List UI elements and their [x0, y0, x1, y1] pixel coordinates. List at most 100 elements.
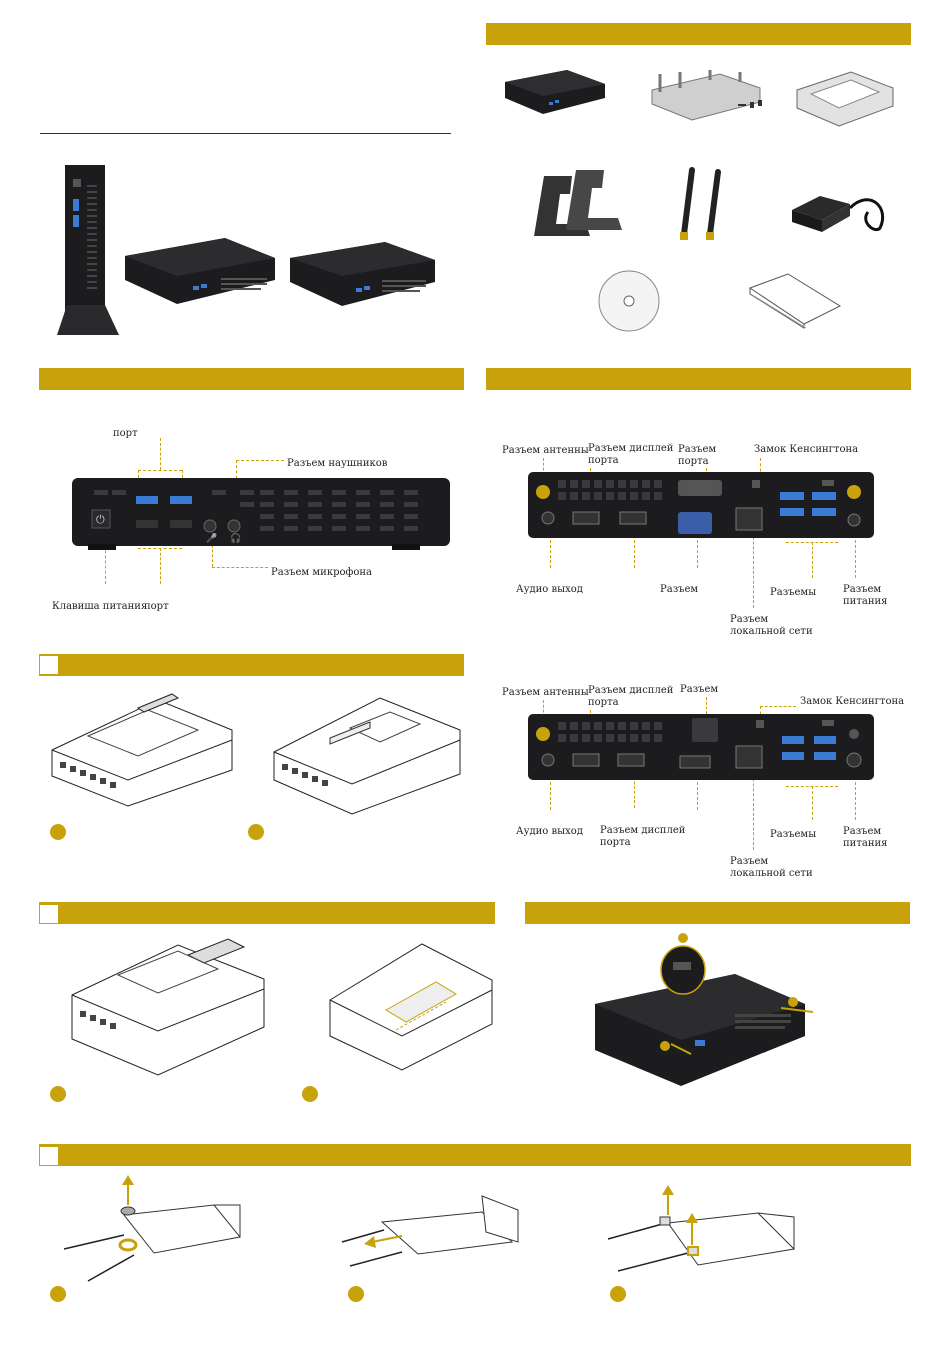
wifi-module-step-2 — [341, 1195, 519, 1267]
section-bar-3 — [525, 902, 910, 924]
rear1-antenna-label: Разъем антенны — [502, 445, 589, 456]
leader-line — [543, 458, 544, 480]
leader-line — [812, 542, 813, 578]
rear2-kensington-label: Замок Кенсингтона — [800, 696, 905, 707]
device-vertical-image — [57, 165, 119, 335]
leader-line — [105, 540, 106, 584]
step-dot — [50, 1286, 66, 1302]
rear1-lan-label-1: Разъем — [730, 614, 769, 625]
rear2-power-label-2: питания — [843, 838, 888, 849]
rear2-power-label-1: Разъем — [843, 826, 882, 837]
leader-line — [160, 548, 161, 584]
leader-line — [812, 786, 813, 820]
rear1-serial-label-1: Разъем — [678, 444, 717, 455]
front-panel-device — [72, 478, 450, 550]
rear2-connectors-label: Разъемы — [770, 829, 817, 840]
leader-line — [543, 700, 544, 722]
leader-line — [634, 772, 635, 808]
front-headphone-label: Разъем наушников — [287, 458, 388, 469]
leader-line — [634, 540, 635, 568]
rear-panel-1-device — [528, 472, 874, 538]
mini-pc-image — [505, 70, 605, 114]
leader-line — [697, 540, 698, 568]
leader-line — [697, 782, 698, 810]
package-contents-bar — [486, 23, 911, 45]
memory-illustration-1 — [71, 938, 265, 1076]
rear1-lan-label-2: локальной сети — [730, 626, 813, 637]
rear-panel-2-device — [528, 714, 874, 780]
section-number-box — [40, 1147, 58, 1165]
power-icon: ⏻ — [96, 513, 105, 526]
cd-icon — [598, 270, 660, 332]
cover-open-illustration — [595, 933, 814, 1086]
leader-line — [753, 764, 754, 850]
antennas-image — [680, 167, 721, 240]
rear2-dp2-label-2: порта — [600, 837, 631, 848]
frame-bracket-image — [796, 71, 894, 127]
vesa-bracket-image — [651, 70, 762, 121]
rear1-power-label-1: Разъем — [843, 584, 882, 595]
section-bar-2 — [39, 902, 495, 924]
leader-line — [550, 772, 551, 810]
step-dot — [302, 1086, 318, 1102]
rear2-dp-label-1: Разъем дисплей — [588, 685, 674, 696]
headphone-icon: 🎧 — [230, 534, 242, 544]
leader-line — [212, 530, 213, 567]
section-bar-4 — [39, 1144, 911, 1166]
step-dot — [610, 1286, 626, 1302]
leader-line — [760, 706, 796, 707]
leader-line — [760, 458, 761, 482]
step-dot — [348, 1286, 364, 1302]
motherboard-illustration-1 — [51, 693, 233, 807]
leader-line — [706, 697, 707, 719]
rear-panel-bar — [486, 368, 911, 390]
rear1-dp-label-2: порта — [588, 455, 619, 466]
memory-illustration-2 — [329, 943, 493, 1071]
rear1-serial-label-2: порта — [678, 456, 709, 467]
rear2-dp2-label-1: Разъем дисплей — [600, 825, 686, 836]
wifi-module-step-3 — [607, 1185, 796, 1272]
section-number-box — [40, 656, 58, 674]
manual-icon — [748, 273, 842, 329]
leader-line — [138, 548, 182, 549]
power-adapter-image — [792, 196, 885, 232]
device-horizontal-image — [125, 238, 275, 304]
leader-line — [760, 706, 761, 720]
rear2-lan-label-1: Разъем — [730, 856, 769, 867]
title-rule — [40, 133, 451, 134]
leader-line — [212, 567, 268, 568]
motherboard-illustration-2 — [273, 697, 461, 815]
front-power-key-label: Клавиша питания — [52, 601, 148, 612]
leader-line — [753, 522, 754, 608]
leader-line — [855, 530, 856, 578]
leader-line — [550, 530, 551, 568]
device-horizontal-image-2 — [290, 242, 435, 306]
rear2-audio-label: Аудио выход — [516, 826, 583, 837]
section-number-box — [40, 905, 58, 923]
rear2-connector-label: Разъем — [680, 684, 719, 695]
leader-line — [160, 438, 161, 470]
front-panel-bar — [39, 368, 464, 390]
rear1-power-label-2: питания — [843, 596, 888, 607]
rear1-connectors-label: Разъемы — [770, 587, 817, 598]
section-bar-1 — [39, 654, 464, 676]
rear2-dp-label-2: порта — [588, 697, 619, 708]
wifi-module-step-1 — [63, 1175, 241, 1282]
rear1-dp-label-1: Разъем дисплей — [588, 443, 674, 454]
leader-line — [236, 460, 284, 461]
rear1-audio-label: Аудио выход — [516, 584, 583, 595]
step-dot — [50, 824, 66, 840]
step-dot — [50, 1086, 66, 1102]
rear2-antenna-label: Разъем антенны — [502, 687, 589, 698]
rear1-kensington-label: Замок Кенсингтона — [754, 444, 859, 455]
leader-line — [855, 772, 856, 820]
front-mic-label: Разъем микрофона — [271, 567, 372, 578]
step-dot — [248, 824, 264, 840]
front-port-top-label: порт — [113, 428, 138, 439]
leader-line — [138, 470, 182, 471]
stand-image — [534, 170, 622, 236]
rear2-lan-label-2: локальной сети — [730, 868, 813, 879]
mic-icon: 🎤 — [206, 534, 218, 544]
front-port-bottom-label: порт — [144, 601, 169, 612]
rear1-connector-label: Разъем — [660, 584, 699, 595]
